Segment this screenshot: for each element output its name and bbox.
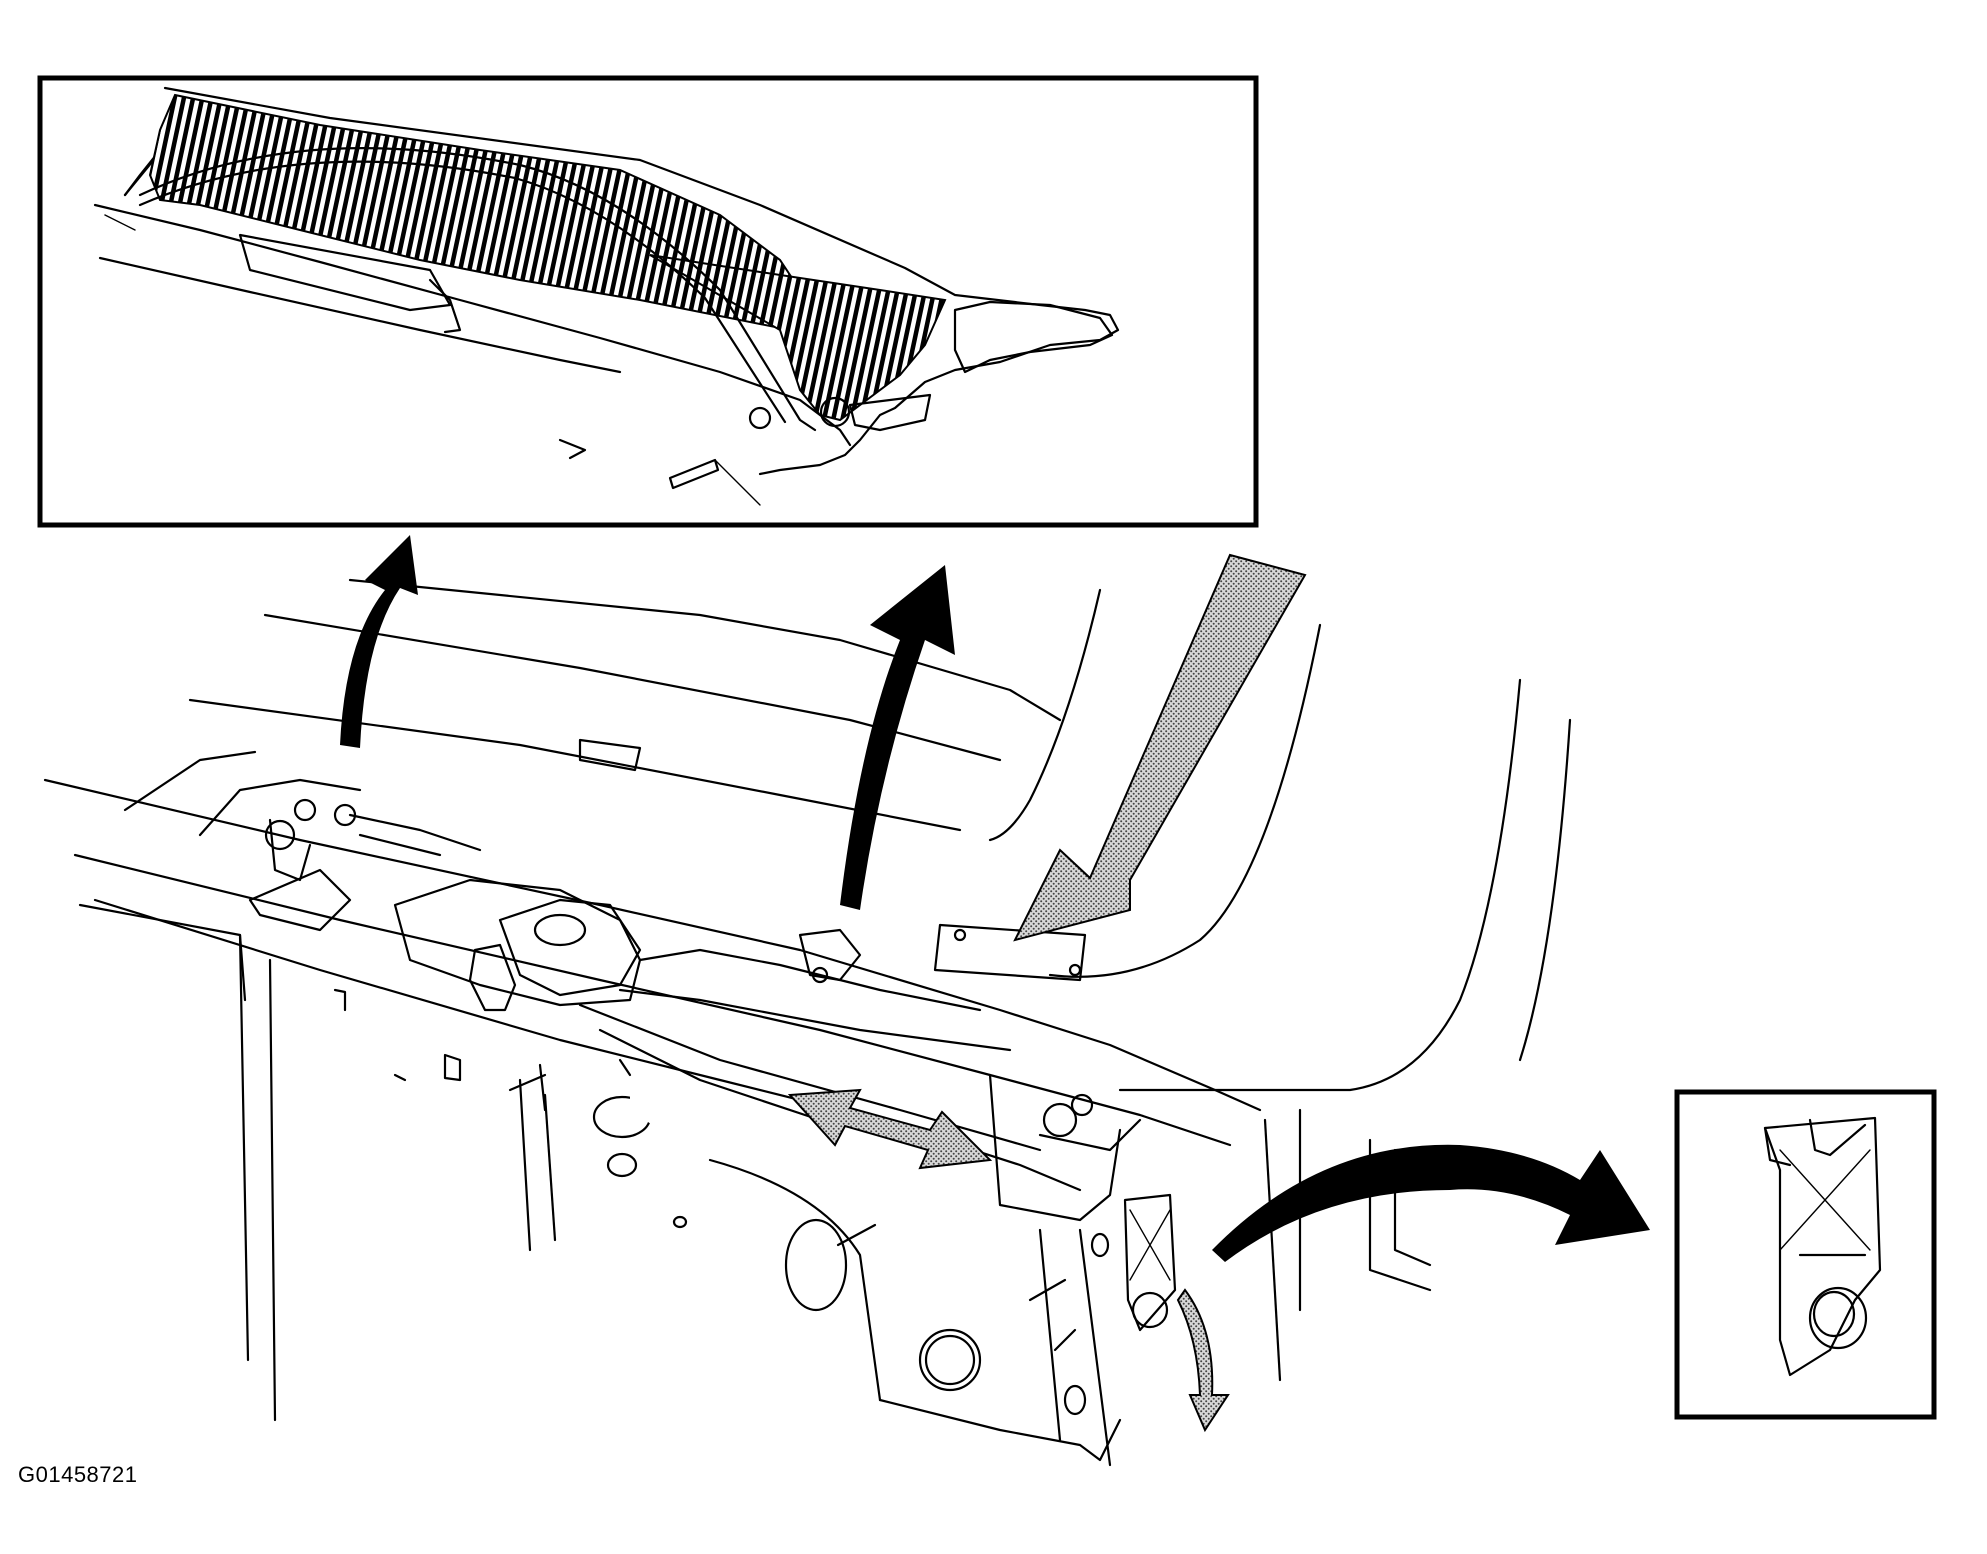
stippled-direction-arrow <box>1013 553 1307 942</box>
cowl-grille-panel-inset <box>37 75 1259 528</box>
figure-code: G01458721 <box>18 1462 138 1487</box>
retainer-clip-detail-inset <box>1674 1089 1937 1420</box>
main-cowl-wiper-assembly-view <box>43 578 1572 1467</box>
curved-removal-arrow <box>1212 1144 1650 1262</box>
curved-removal-arrow <box>340 535 418 748</box>
curved-removal-arrow <box>840 565 955 910</box>
stippled-direction-arrow <box>1176 1288 1230 1433</box>
double-headed-arrow <box>787 1088 993 1170</box>
